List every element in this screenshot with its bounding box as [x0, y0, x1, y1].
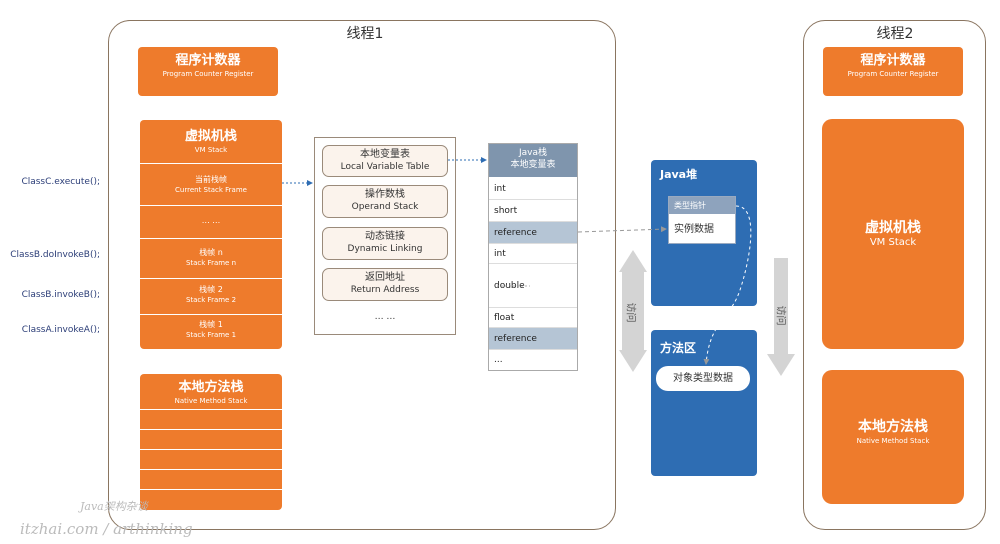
- lvt-row-ellipsis: ...: [494, 355, 503, 365]
- native-stack-label: 本地方法栈: [178, 380, 244, 395]
- native-row: [140, 409, 282, 430]
- access-arrow-right: [767, 258, 795, 376]
- lvt-row-reference: reference: [489, 222, 577, 244]
- method-area: [651, 330, 757, 476]
- operand-stack-item: 操作数栈 Operand Stack: [322, 185, 448, 218]
- native-row: [140, 469, 282, 490]
- stack-frame-ellipsis: … …: [140, 205, 282, 248]
- frame-detail-ellipsis: … …: [374, 312, 396, 322]
- lvt-row-int: int: [489, 244, 577, 264]
- java-heap-title: Java堆: [660, 168, 698, 181]
- thread2-pc-register: 程序计数器 Program Counter Register: [823, 47, 963, 96]
- call-label-classb-doinvokeb: ClassB.doInvokeB();: [10, 250, 100, 260]
- stack-frame-current: 当前栈帧 Current Stack Frame: [140, 163, 282, 216]
- native-row: [140, 449, 282, 470]
- call-label-classc-execute: ClassC.execute();: [21, 177, 100, 187]
- local-variable-table: Java栈 本地变量表 int short reference int doub…: [488, 143, 578, 371]
- object-type-data: 对象类型数据: [656, 366, 750, 391]
- method-area-title: 方法区: [660, 341, 697, 355]
- access-arrow-left: [619, 250, 647, 372]
- local-variable-table-header: Java栈 本地变量表: [489, 144, 577, 177]
- watermark-line1: Java架构杂谈: [80, 500, 148, 513]
- native-stack-en: Native Method Stack: [174, 397, 248, 405]
- local-variable-table-item: 本地变量表 Local Variable Table: [322, 145, 448, 177]
- thread2-native-stack: 本地方法栈 Native Method Stack: [822, 370, 964, 504]
- pc-register-en: Program Counter Register: [162, 70, 254, 78]
- thread1-title: 线程1: [346, 26, 384, 42]
- lvt-row-int: int: [489, 178, 577, 200]
- vm-stack-label: 虚拟机栈: [184, 129, 237, 144]
- thread1-native-stack: 本地方法栈 Native Method Stack: [140, 374, 282, 510]
- vm-stack-en: VM Stack: [194, 146, 228, 154]
- lvt-row-reference: reference: [489, 328, 577, 350]
- thread1-pc-register: 程序计数器 Program Counter Register: [138, 47, 278, 96]
- native-row: [140, 489, 282, 511]
- stack-frame-1: 栈帧 1 Stack Frame 1: [140, 314, 282, 354]
- watermark-line2: itzhai.com / arthinking: [20, 520, 193, 538]
- lvt-row-short: short: [489, 200, 577, 222]
- pc-register-label: 程序计数器: [175, 53, 241, 68]
- dynamic-linking-item: 动态链接 Dynamic Linking: [322, 227, 448, 260]
- thread2-title: 线程2: [876, 26, 914, 42]
- return-address-item: 返回地址 Return Address: [322, 268, 448, 301]
- native-row: [140, 429, 282, 450]
- thread2-vm-stack: 虚拟机栈 VM Stack: [822, 119, 964, 349]
- thread1-vm-stack: 虚拟机栈 VM Stack 当前栈帧 Current Stack Frame ……: [140, 120, 282, 349]
- lvt-row-float: float: [489, 308, 577, 328]
- stack-frame-2: 栈帧 2 Stack Frame 2: [140, 278, 282, 320]
- instance-data-cell: 实例数据: [674, 224, 714, 235]
- call-label-classa-invokea: ClassA.invokeA();: [21, 325, 100, 335]
- call-label-classb-invokeb: ClassB.invokeB();: [21, 290, 100, 300]
- stack-frame-n: 栈帧 n Stack Frame n: [140, 238, 282, 287]
- type-pointer-cell: 类型指针: [669, 197, 735, 214]
